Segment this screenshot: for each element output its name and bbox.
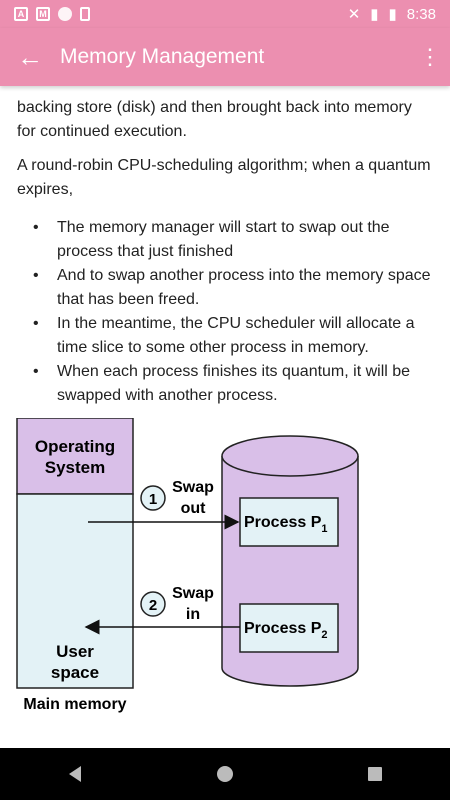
battery-icon: ▮: [388, 6, 397, 23]
step-1-number: 1: [149, 491, 157, 508]
process-p2-label: Process P2: [244, 620, 328, 641]
arrow-back-icon[interactable]: ←: [17, 41, 43, 72]
swap-in-label-1: Swap: [172, 585, 214, 602]
nav-recents-button[interactable]: [355, 754, 395, 794]
paragraph-2: A round-robin CPU-scheduling algorithm; …: [17, 157, 431, 198]
status-time: 8:38: [406, 5, 436, 23]
wifi-off-icon: ✕: [347, 6, 361, 23]
os-region: [16, 418, 134, 495]
nav-home-button[interactable]: [205, 754, 245, 794]
os-label-1: Operating: [35, 437, 115, 456]
process-p1-label: Process P1: [244, 514, 328, 535]
list-item: The memory manager will start to swap ou…: [17, 216, 434, 264]
system-nav-bar: [0, 748, 450, 800]
swap-out-label-2: out: [181, 500, 207, 517]
nav-back-button[interactable]: [55, 754, 95, 794]
triangle-back-icon: [69, 766, 81, 782]
signal-icon: ▮: [370, 6, 379, 23]
disk-top: [221, 435, 359, 477]
gmail-icon: M: [36, 7, 50, 21]
bullet-list: The memory manager will start to swap ou…: [17, 216, 434, 408]
step-1-circle: [140, 485, 166, 511]
square-recents-icon: [368, 767, 382, 781]
app-bar: ← Memory Management ⋮: [0, 28, 450, 86]
step-2-circle: [140, 591, 166, 617]
list-item: In the meantime, the CPU scheduler will …: [17, 312, 434, 360]
list-item: And to swap another process into the mem…: [17, 264, 434, 312]
sd-card-icon: [80, 7, 90, 21]
step-2-number: 2: [149, 597, 157, 614]
a-icon: A: [14, 7, 28, 21]
more-vert-icon[interactable]: ⋮: [419, 44, 441, 69]
list-item: When each process finishes its quantum, …: [17, 360, 434, 408]
swap-out-label-1: Swap: [172, 479, 214, 496]
status-left: A M: [14, 7, 90, 21]
user-space-region: [16, 493, 134, 689]
page-title: Memory Management: [60, 45, 265, 68]
swap-in-label-2: in: [186, 606, 200, 623]
process-p2-box: [239, 603, 339, 653]
paragraph-1: backing store (disk) and then brought ba…: [17, 99, 412, 140]
circle-icon: [58, 7, 72, 21]
circle-home-icon: [217, 766, 233, 782]
user-label-2: space: [51, 663, 99, 682]
user-label-1: User: [56, 642, 94, 661]
main-memory-label: Main memory: [23, 696, 126, 713]
swapping-diagram: Operating System User space Main memory …: [16, 418, 359, 713]
content-scroll[interactable]: backing store (disk) and then brought ba…: [0, 86, 450, 762]
status-bar: A M ✕ ▮ ▮ 8:38: [0, 0, 450, 28]
process-p1-box: [239, 497, 339, 547]
os-label-2: System: [45, 458, 105, 477]
status-right: ✕ ▮ ▮ 8:38: [347, 5, 436, 24]
